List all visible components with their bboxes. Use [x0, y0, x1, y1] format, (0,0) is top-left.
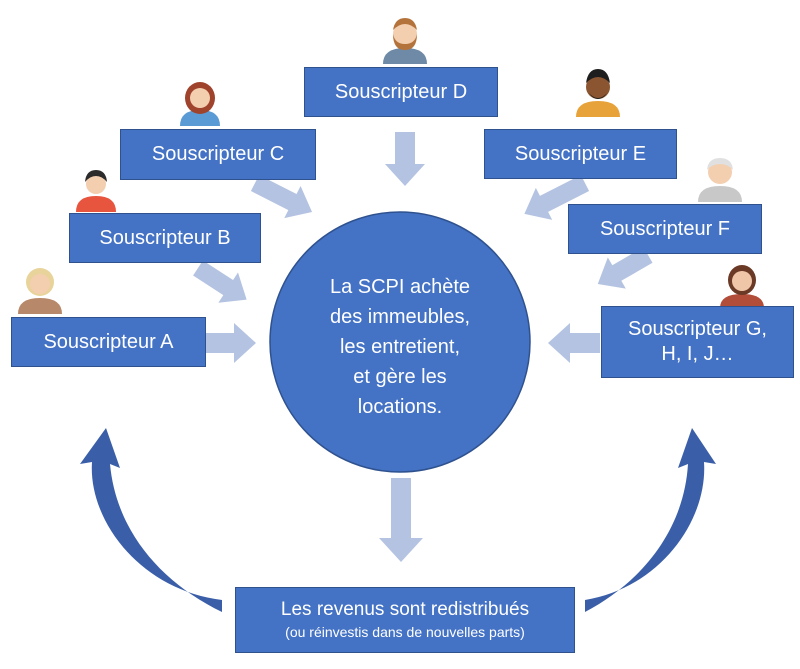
subscriber-b-box: Souscripteur B [69, 213, 261, 263]
subscriber-d-box: Souscripteur D [304, 67, 498, 117]
arrow-a [206, 323, 256, 363]
revenue-box: Les revenus sont redistribués (ou réinve… [235, 587, 575, 653]
curved-arrow-left [80, 428, 222, 612]
scpi-description-line2: des immeubles, [329, 306, 471, 328]
subscriber-c-box: Souscripteur C [120, 129, 316, 180]
subscriber-a-box: Souscripteur A [11, 317, 206, 367]
arrow-d [385, 132, 425, 186]
scpi-description: La SCPI achète des immeubles, les entret… [290, 272, 510, 422]
arrow-g [548, 323, 600, 363]
arrow-c [250, 174, 313, 219]
arrow-e [524, 174, 590, 220]
arrow-b [193, 260, 247, 303]
young-man-avatar-icon [76, 170, 116, 212]
scpi-description-line1: La SCPI achète [329, 276, 471, 298]
arrow-to-revenue [379, 478, 423, 562]
dark-skin-man-avatar-icon [576, 69, 620, 117]
woman-brunette-avatar-icon [720, 265, 764, 308]
woman-blonde-avatar-icon [18, 268, 62, 314]
scpi-description-line3: les entretient, [339, 336, 461, 358]
return-arrows [80, 428, 716, 612]
subscriber-e-box: Souscripteur E [484, 129, 677, 179]
revenue-subtitle: (ou réinvestis dans de nouvelles parts) [285, 624, 525, 640]
woman-redhead-avatar-icon [180, 82, 220, 126]
subscriber-f-label: Souscripteur F [599, 217, 731, 240]
subscriber-g-box: Souscripteur G, H, I, J… [601, 306, 794, 378]
elderly-man-avatar-icon [698, 158, 742, 202]
scpi-description-line5: locations. [357, 396, 443, 418]
scpi-description-line4: et gère les [353, 366, 447, 388]
curved-arrow-right [585, 428, 716, 612]
subscriber-g-label-line1: Souscripteur G, [628, 318, 767, 340]
inflow-arrows [193, 132, 653, 562]
subscriber-e-label: Souscripteur E [514, 142, 647, 165]
subscriber-g-label-line2: H, I, J… [661, 343, 734, 365]
subscriber-a-label: Souscripteur A [43, 330, 174, 353]
subscriber-b-label: Souscripteur B [99, 226, 231, 249]
bearded-man-avatar-icon [383, 18, 427, 64]
scpi-circle [269, 211, 531, 473]
revenue-title: Les revenus sont redistribués [280, 599, 530, 620]
subscriber-d-label: Souscripteur D [334, 80, 468, 103]
subscriber-c-label: Souscripteur C [151, 143, 285, 165]
arrow-f [597, 247, 653, 289]
subscriber-f-box: Souscripteur F [568, 204, 762, 254]
